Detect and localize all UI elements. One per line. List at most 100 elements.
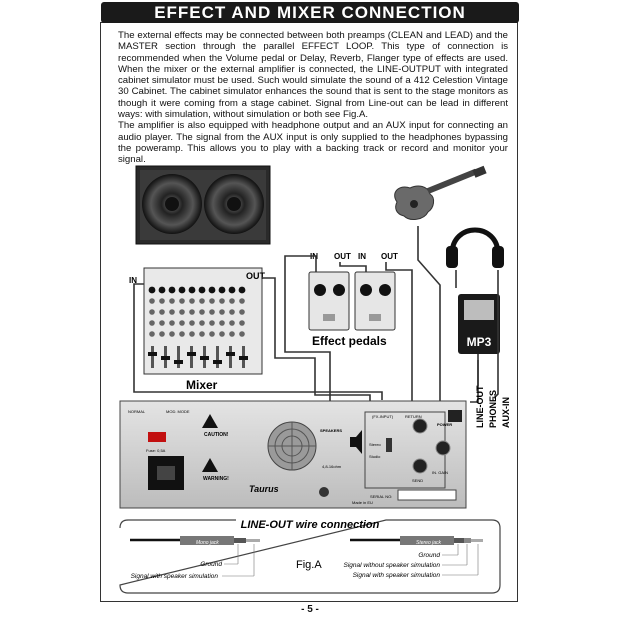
mixer-knob <box>219 298 225 304</box>
mixer-fader-cap <box>239 356 248 360</box>
mixer-knob <box>229 309 235 315</box>
mixer-knob <box>239 287 246 294</box>
effect-pedal-1 <box>309 272 349 330</box>
mixer: OUT <box>144 268 266 374</box>
ground-label-left: Ground <box>200 561 222 568</box>
mixer-out-label: OUT <box>246 271 266 281</box>
mixer-knob <box>149 331 155 337</box>
mixer-knob <box>169 287 176 294</box>
page-title: EFFECT AND MIXER CONNECTION <box>101 3 519 23</box>
svg-text:CAUTION!: CAUTION! <box>204 432 229 438</box>
ground-label-right: Ground <box>418 552 440 559</box>
mixer-knob <box>239 320 245 326</box>
amplifier-panel: NORMAL MOD. MODE Fuse: 0,5A CAUTION! WAR… <box>120 401 466 508</box>
title-bar: EFFECT AND MIXER CONNECTION <box>101 2 519 23</box>
svg-text:SEND: SEND <box>412 478 423 483</box>
phones-label: PHONES <box>488 390 498 428</box>
svg-text:RETURN: RETURN <box>405 414 422 419</box>
mixer-knob <box>229 320 235 326</box>
mixer-fader-cap <box>213 360 222 364</box>
mixer-knob <box>229 298 235 304</box>
mixer-knob <box>199 287 206 294</box>
mixer-knob <box>149 287 156 294</box>
mixer-knob <box>209 287 216 294</box>
paragraph-2: The amplifier is also equipped with head… <box>118 120 508 165</box>
mixer-knob <box>149 320 155 326</box>
mixer-knob <box>219 320 225 326</box>
mixer-knob <box>229 287 236 294</box>
signal-sim-label-right: Signal with speaker simulation <box>353 572 441 579</box>
svg-text:IN. GAIN: IN. GAIN <box>432 470 448 475</box>
svg-text:POWER: POWER <box>437 422 452 427</box>
mixer-knob <box>209 309 215 315</box>
mixer-knob <box>219 287 226 294</box>
mixer-knob <box>189 320 195 326</box>
mixer-knob <box>229 331 235 337</box>
mixer-knob <box>179 287 186 294</box>
svg-text:SPEAKERS: SPEAKERS <box>320 428 342 433</box>
svg-text:Made in EU: Made in EU <box>352 500 373 505</box>
svg-text:MOD. MODE: MOD. MODE <box>166 409 190 414</box>
line-out-label: LINE-OUT <box>475 385 485 428</box>
headphones-icon <box>446 230 504 268</box>
mixer-knob <box>219 331 225 337</box>
mixer-knob <box>159 320 165 326</box>
mixer-label: Mixer <box>186 378 218 392</box>
mixer-fader-cap <box>174 360 183 364</box>
mixer-knob <box>159 287 166 294</box>
aux-jack <box>436 441 450 455</box>
stereo-jack-label: Stereo jack <box>416 540 442 546</box>
mixer-knob <box>179 320 185 326</box>
aux-in-label: AUX-IN <box>501 397 511 428</box>
mixer-knob <box>169 309 175 315</box>
mixer-fader <box>190 346 193 368</box>
guitar-icon <box>395 166 487 220</box>
svg-text:(FX-INPUT): (FX-INPUT) <box>372 414 394 419</box>
mp3-label: MP3 <box>467 335 492 349</box>
fig-a-label: Fig.A <box>296 559 322 571</box>
mixer-knob <box>189 287 196 294</box>
mixer-fader-cap <box>187 352 196 356</box>
mixer-knob <box>209 298 215 304</box>
mixer-knob <box>149 309 155 315</box>
svg-text:SERIAL NO:: SERIAL NO: <box>370 494 392 499</box>
page-number: - 5 - <box>0 604 620 615</box>
mp3-player: MP3 <box>458 294 500 354</box>
effect-pedal-2 <box>355 272 395 330</box>
mixer-knob <box>169 320 175 326</box>
mixer-knob <box>149 298 155 304</box>
mono-jack-label: Mono jack <box>196 540 219 546</box>
pedal2-out-label: OUT <box>381 252 398 261</box>
mixer-fader-cap <box>226 352 235 356</box>
mixer-knob <box>159 298 165 304</box>
paragraph-1: The external effects may be connected be… <box>118 30 508 120</box>
body-text: The external effects may be connected be… <box>118 30 508 166</box>
mixer-knob <box>239 298 245 304</box>
mixer-knob <box>239 331 245 337</box>
mixer-knob <box>179 298 185 304</box>
signal-nosim-label-right: Signal without speaker simulation <box>344 562 441 569</box>
mixer-knob <box>239 309 245 315</box>
mixer-knob <box>219 309 225 315</box>
mixer-knob <box>169 331 175 337</box>
mixer-fader <box>177 346 180 368</box>
wire-title: LINE-OUT wire connection <box>241 519 380 531</box>
mixer-fader <box>151 346 154 368</box>
connection-diagram: MP3 OUT IN Mixer IN OUT IN OUT Effect pe… <box>112 160 516 600</box>
mixer-knob <box>189 298 195 304</box>
mixer-knob <box>199 320 205 326</box>
pedal2-in-label: IN <box>358 252 366 261</box>
svg-text:Stereo: Stereo <box>369 442 382 447</box>
effect-pedals-label: Effect pedals <box>312 334 387 348</box>
mixer-knob <box>159 331 165 337</box>
mixer-fader-cap <box>161 356 170 360</box>
mixer-fader-cap <box>200 356 209 360</box>
line-out-wire-box: LINE-OUT wire connection Mono jack Groun… <box>120 519 500 593</box>
svg-text:NORMAL: NORMAL <box>128 409 146 414</box>
mixer-fader-cap <box>148 352 157 356</box>
mixer-knob <box>159 309 165 315</box>
mixer-knob <box>199 331 205 337</box>
mixer-knob <box>209 331 215 337</box>
mixer-knob <box>189 331 195 337</box>
